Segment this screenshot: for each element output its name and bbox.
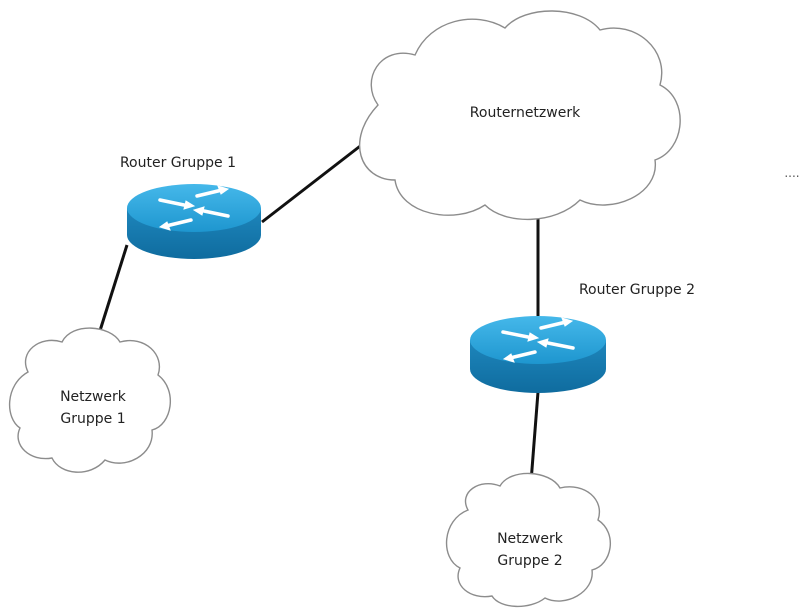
link-router2-to-network2 xyxy=(529,391,540,483)
routernetwork-label: Routernetzwerk xyxy=(470,105,581,121)
link-router1-to-network1 xyxy=(96,244,129,338)
router-group2-label: Router Gruppe 2 xyxy=(579,282,695,298)
network-group1-label-line1: Netzwerk xyxy=(60,389,127,405)
ellipsis-text: .... xyxy=(784,166,799,180)
network-group1-cloud-icon xyxy=(8,327,171,473)
network-group1-label-line2: Gruppe 1 xyxy=(60,411,125,427)
router-network-cloud-icon xyxy=(359,10,681,221)
network-group2-label-line2: Gruppe 2 xyxy=(497,553,562,569)
network-group2-label-line1: Netzwerk xyxy=(497,531,564,547)
router-group1-label: Router Gruppe 1 xyxy=(120,155,236,171)
link-router1-to-routernetwork xyxy=(261,138,369,224)
network-group2-cloud-icon xyxy=(445,472,612,608)
router-group2-icon xyxy=(470,316,606,393)
router-group1-icon xyxy=(127,184,261,259)
